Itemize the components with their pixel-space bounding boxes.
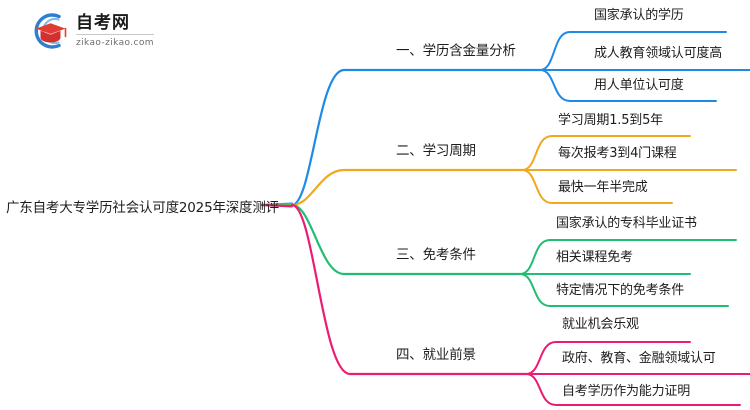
leaf-label-1-3[interactable]: 用人单位认可度 xyxy=(594,78,684,93)
branch-label-1[interactable]: 一、学历含金量分析 xyxy=(396,43,516,59)
leaf-label-3-1[interactable]: 国家承认的专科毕业证书 xyxy=(556,216,697,231)
leaf-label-4-1[interactable]: 就业机会乐观 xyxy=(562,317,639,332)
branch-1-connector xyxy=(290,31,750,207)
leaf-label-4-2[interactable]: 政府、教育、金融领域认可 xyxy=(562,351,716,366)
leaf-label-2-3[interactable]: 最快一年半完成 xyxy=(558,180,648,195)
logo-domain: zikao-zikao.com xyxy=(76,37,154,48)
leaf-label-3-2[interactable]: 相关课程免考 xyxy=(556,250,633,265)
branch-3-connector xyxy=(290,203,737,307)
branch-label-4[interactable]: 四、就业前景 xyxy=(396,347,476,363)
leaf-label-1-1[interactable]: 国家承认的学历 xyxy=(594,8,684,23)
root-trunk xyxy=(260,202,294,208)
site-logo: 自考网 zikao-zikao.com xyxy=(28,8,198,54)
branch-label-3[interactable]: 三、免考条件 xyxy=(396,247,476,263)
graduation-cap-icon xyxy=(28,9,72,53)
leaf-label-4-3[interactable]: 自考学历作为能力证明 xyxy=(562,384,691,399)
root-node-label[interactable]: 广东自考大专学历社会认可度2025年深度测评 xyxy=(6,200,279,216)
leaf-label-2-1[interactable]: 学习周期1.5到5年 xyxy=(558,113,663,128)
leaf-label-1-2[interactable]: 成人教育领域认可度高 xyxy=(594,46,723,61)
branch-label-2[interactable]: 二、学习周期 xyxy=(396,143,476,159)
branch-4-connector xyxy=(290,203,750,406)
logo-site-name: 自考网 xyxy=(76,13,154,35)
leaf-label-2-2[interactable]: 每次报考3到4门课程 xyxy=(558,146,677,161)
leaf-label-3-3[interactable]: 特定情况下的免考条件 xyxy=(556,283,685,298)
branch-2-connector xyxy=(290,135,737,207)
